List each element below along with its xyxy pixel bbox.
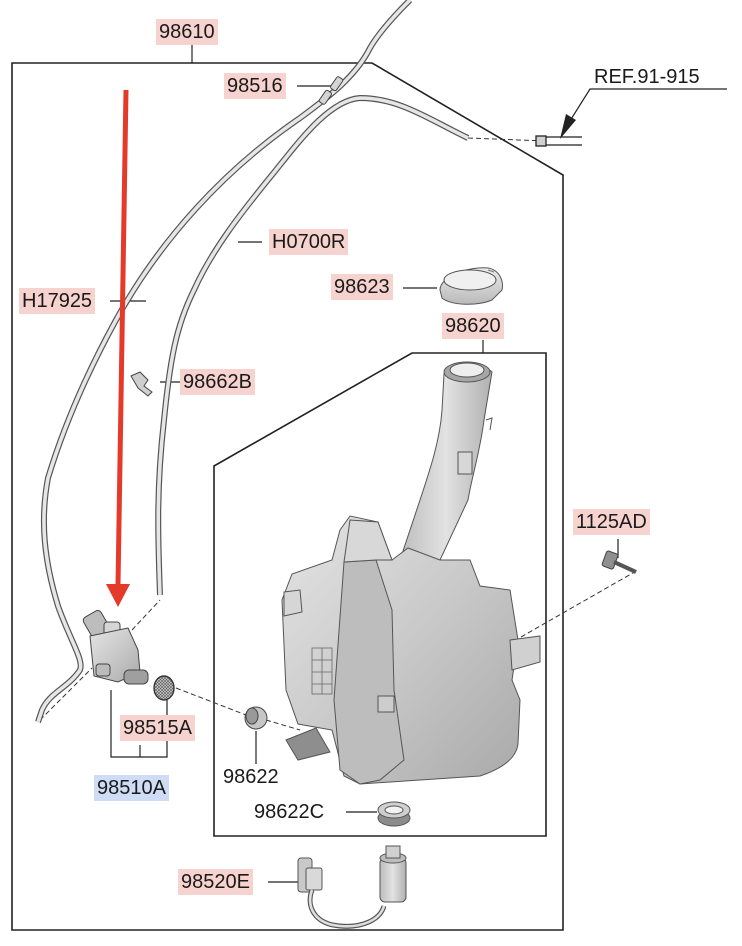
label-98662b[interactable]: 98662B: [180, 369, 255, 395]
reservoir-frame: [213, 352, 547, 837]
clip-98662b: [130, 371, 153, 397]
label-98620[interactable]: 98620: [442, 313, 504, 339]
label-h17925[interactable]: H17925: [19, 288, 96, 314]
label-1125ad[interactable]: 1125AD: [573, 509, 650, 535]
label-ref-91-915[interactable]: REF.91-915: [594, 66, 700, 88]
assembly-frame: [11, 62, 564, 931]
reservoir-tank: [281, 361, 541, 785]
level-sensor-98520e: [297, 845, 407, 929]
grommet-98622: [244, 706, 268, 730]
dashed-guides: [39, 137, 639, 731]
hose-h0700r: [155, 94, 470, 596]
pump-filter-98515a: [153, 675, 175, 701]
bolt-1125ad: [601, 550, 637, 574]
label-98622[interactable]: 98622: [223, 766, 279, 788]
ref-arrowhead: [560, 114, 576, 139]
label-h0700r[interactable]: H0700R: [269, 229, 349, 255]
label-98515a[interactable]: 98515A: [120, 715, 195, 741]
label-98510a[interactable]: 98510A: [94, 775, 169, 801]
label-98610[interactable]: 98610: [156, 19, 218, 45]
label-98520e[interactable]: 98520E: [178, 869, 253, 895]
seal-98622c: [377, 801, 411, 827]
label-98516[interactable]: 98516: [224, 73, 286, 99]
filler-cap-98623: [439, 267, 503, 305]
red-arrow: [106, 89, 130, 607]
label-98623[interactable]: 98623: [331, 274, 393, 300]
connector-98516: [318, 76, 344, 105]
label-98622c[interactable]: 98622C: [254, 801, 325, 823]
washer-pump: [82, 609, 149, 685]
ref-pipe: [535, 135, 582, 147]
hose-h17925: [35, 0, 413, 723]
